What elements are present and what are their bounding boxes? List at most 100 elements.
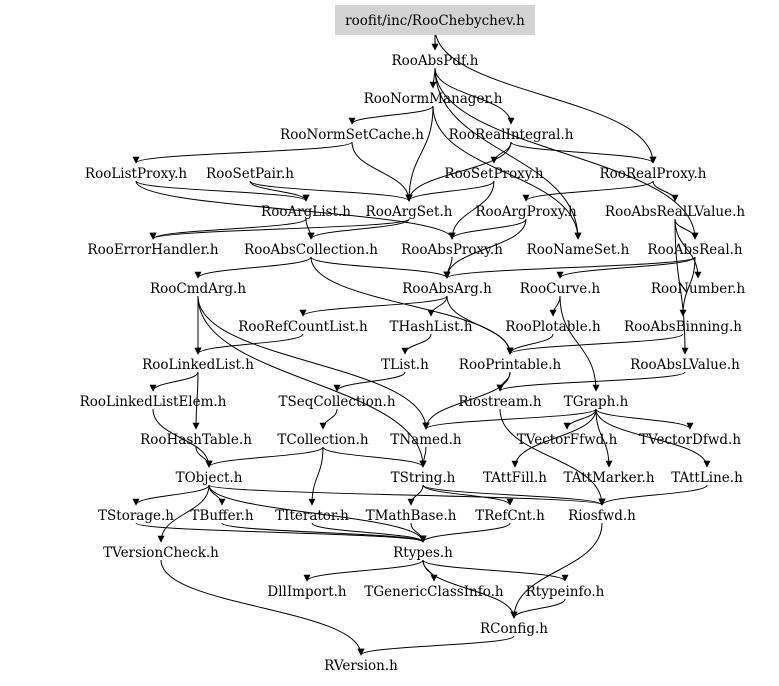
node-rooabsbinning-h: RooAbsBinning.h bbox=[624, 319, 742, 335]
node-titerator-h: TIterator.h bbox=[275, 508, 349, 524]
node-rooabsarg-h: RooAbsArg.h bbox=[402, 281, 492, 297]
edge-rooargset-h-to-rooabscollection-h bbox=[307, 218, 410, 240]
node-label: RooPlotable.h bbox=[505, 319, 601, 335]
node-label: RooAbsRealLValue.h bbox=[605, 204, 745, 220]
node-label: TVectorDfwd.h bbox=[639, 432, 741, 448]
node-rooprintable-h: RooPrintable.h bbox=[459, 357, 562, 373]
edge-roorefcountlist-h-to-roolinkedlist-h bbox=[194, 333, 304, 355]
node-label: RooNormSetCache.h bbox=[280, 127, 424, 143]
edge-rooabscollection-h-to-rooabsarg-h bbox=[310, 256, 451, 279]
nodes: roofit/inc/RooChebychev.hRooAbsPdf.hRooN… bbox=[80, 5, 746, 674]
node-label: TNamed.h bbox=[390, 432, 462, 448]
node-tstorage-h: TStorage.h bbox=[98, 508, 174, 524]
node-roohashtable-h: RooHashTable.h bbox=[140, 432, 252, 448]
edge-tobject-h-to-rtypes-h bbox=[208, 484, 427, 543]
edge-roolinkedlist-h-to-roohashtable-h bbox=[192, 371, 200, 430]
node-roonormmanager-h: RooNormManager.h bbox=[364, 91, 503, 107]
node-tvectorffwd-h: TVectorFfwd.h bbox=[517, 432, 618, 448]
node-label: RooArgSet.h bbox=[366, 204, 453, 220]
edge-tgraph-h-to-tvectordfwd-h bbox=[595, 408, 694, 430]
node-label: RooArgList.h bbox=[261, 204, 351, 220]
edge-tversioncheck-h-to-rversion-h bbox=[160, 559, 365, 656]
node-rooabslvalue-h: RooAbsLValue.h bbox=[630, 357, 740, 373]
node-label: RVersion.h bbox=[324, 658, 398, 674]
edge-roocmdarg-h-to-tstring-h bbox=[197, 295, 427, 468]
edge-rooabslvalue-h-to-riostream-h bbox=[496, 371, 686, 392]
node-label: roofit/inc/RooChebychev.h bbox=[345, 13, 525, 29]
edge-roosetpair-h-to-rooargset-h bbox=[249, 180, 413, 202]
node-roocmdarg-h: RooCmdArg.h bbox=[150, 281, 246, 297]
node-label: RooCurve.h bbox=[520, 281, 601, 297]
node-rconfig-h: RConfig.h bbox=[480, 621, 548, 637]
node-rooabspdf-h: RooAbsPdf.h bbox=[392, 53, 479, 69]
node-roosetpair-h: RooSetPair.h bbox=[206, 166, 294, 182]
node-roorealintegral-h: RooRealIntegral.h bbox=[449, 127, 574, 143]
edge-tgraph-h-to-tnamed-h bbox=[422, 408, 597, 430]
node-label: RooAbsArg.h bbox=[402, 281, 492, 297]
node-label: TBuffer.h bbox=[190, 508, 253, 524]
node-label: TSeqCollection.h bbox=[278, 394, 395, 410]
node-label: TAttFill.h bbox=[483, 470, 547, 486]
edge-roosetproxy-h-to-rooabsproxy-h bbox=[448, 180, 495, 240]
edge-tgraph-h-to-tattfill-h bbox=[511, 408, 597, 468]
node-tgraph-h: TGraph.h bbox=[564, 394, 629, 410]
node-thashlist-h: THashList.h bbox=[389, 319, 472, 335]
node-label: RooArgProxy.h bbox=[475, 204, 577, 220]
node-rtypes-h: Rtypes.h bbox=[393, 545, 453, 561]
edge-trefcnt-h-to-rtypes-h bbox=[419, 522, 511, 543]
edge-tstring-h-to-riosfwd-h bbox=[422, 484, 606, 506]
edge-rooabsreallvalue-h-to-roonumber-h bbox=[674, 218, 702, 279]
edge-tcollection-h-to-titerator-h bbox=[308, 446, 324, 506]
node-tattfill-h: TAttFill.h bbox=[483, 470, 547, 486]
edge-rooabsarg-h-to-thashlist-h bbox=[427, 295, 448, 317]
edge-tnamed-h-to-tstring-h bbox=[419, 446, 427, 468]
node-tvectordfwd-h: TVectorDfwd.h bbox=[639, 432, 741, 448]
node-label: RooAbsProxy.h bbox=[401, 242, 503, 258]
node-label: RooAbsReal.h bbox=[647, 242, 743, 258]
node-label: TAttMarker.h bbox=[563, 470, 654, 486]
edge-roonormmanager-h-to-roonameset-h bbox=[432, 105, 582, 240]
edge-tattline-h-to-riosfwd-h bbox=[598, 484, 708, 506]
edge-roorealintegral-h-to-rooargset-h bbox=[405, 141, 512, 202]
node-label: Rtypes.h bbox=[393, 545, 453, 561]
node-label: TAttLine.h bbox=[671, 470, 743, 486]
edge-roorealintegral-h-to-roosetproxy-h bbox=[490, 141, 512, 164]
edge-tgraph-h-to-tvectorffwd-h bbox=[563, 408, 597, 430]
edge-rooabsreal-h-to-rooabsbinning-h bbox=[679, 256, 696, 317]
edge-roocurve-h-to-tgraph-h bbox=[559, 295, 600, 392]
node-label: RooNameSet.h bbox=[527, 242, 630, 258]
node-label: TGraph.h bbox=[564, 394, 629, 410]
edge-tstring-h-to-tmathbase-h bbox=[407, 484, 424, 506]
node-tseqcollection-h: TSeqCollection.h bbox=[278, 394, 395, 410]
node-rversion-h: RVersion.h bbox=[324, 658, 398, 674]
node-label: RooNumber.h bbox=[651, 281, 746, 297]
edge-rconfig-h-to-rversion-h bbox=[357, 635, 515, 656]
edge-rtypes-h-to-rconfig-h bbox=[422, 559, 518, 619]
node-label: RooCmdArg.h bbox=[150, 281, 246, 297]
node-label: Rtypeinfo.h bbox=[526, 584, 605, 600]
edge-rooargset-h-to-rooerrorhandler-h bbox=[149, 218, 410, 240]
edge-tobject-h-to-tstorage-h bbox=[132, 484, 210, 506]
edge-tobject-h-to-riosfwd-h bbox=[208, 484, 606, 506]
node-rooabsreal-h: RooAbsReal.h bbox=[647, 242, 743, 258]
edge-rtypes-h-to-rtypeinfo-h bbox=[422, 559, 569, 582]
node-rooplotable-h: RooPlotable.h bbox=[505, 319, 601, 335]
edge-rooabscollection-h-to-roocmdarg-h bbox=[194, 256, 312, 279]
edge-rooabspdf-h-to-roonameset-h bbox=[434, 67, 582, 240]
node-label: TCollection.h bbox=[277, 432, 369, 448]
node-label: RooHashTable.h bbox=[140, 432, 252, 448]
edge-rooargproxy-h-to-rooabsarg-h bbox=[443, 218, 527, 279]
edge-rooabscollection-h-to-rooprintable-h bbox=[310, 256, 514, 355]
edge-tobject-h-to-tversioncheck-h bbox=[157, 484, 210, 543]
node-roolistproxy-h: RooListProxy.h bbox=[85, 166, 187, 182]
node-rooerrorhandler-h: RooErrorHandler.h bbox=[87, 242, 218, 258]
node-roolinkedlistelem-h: RooLinkedListElem.h bbox=[80, 394, 227, 410]
edge-roofit-inc-roochebychev-h-to-roorealproxy-h bbox=[434, 27, 657, 164]
node-label: RooListProxy.h bbox=[85, 166, 187, 182]
node-label: RooRefCountList.h bbox=[238, 319, 368, 335]
edge-roorealproxy-h-to-rooabsreallvalue-h bbox=[652, 180, 679, 202]
node-roolinkedlist-h: RooLinkedList.h bbox=[142, 357, 254, 373]
edge-rooarglist-h-to-rooerrorhandler-h bbox=[149, 218, 307, 240]
node-rooargproxy-h: RooArgProxy.h bbox=[475, 204, 577, 220]
edge-rooprintable-h-to-tnamed-h bbox=[422, 371, 511, 430]
